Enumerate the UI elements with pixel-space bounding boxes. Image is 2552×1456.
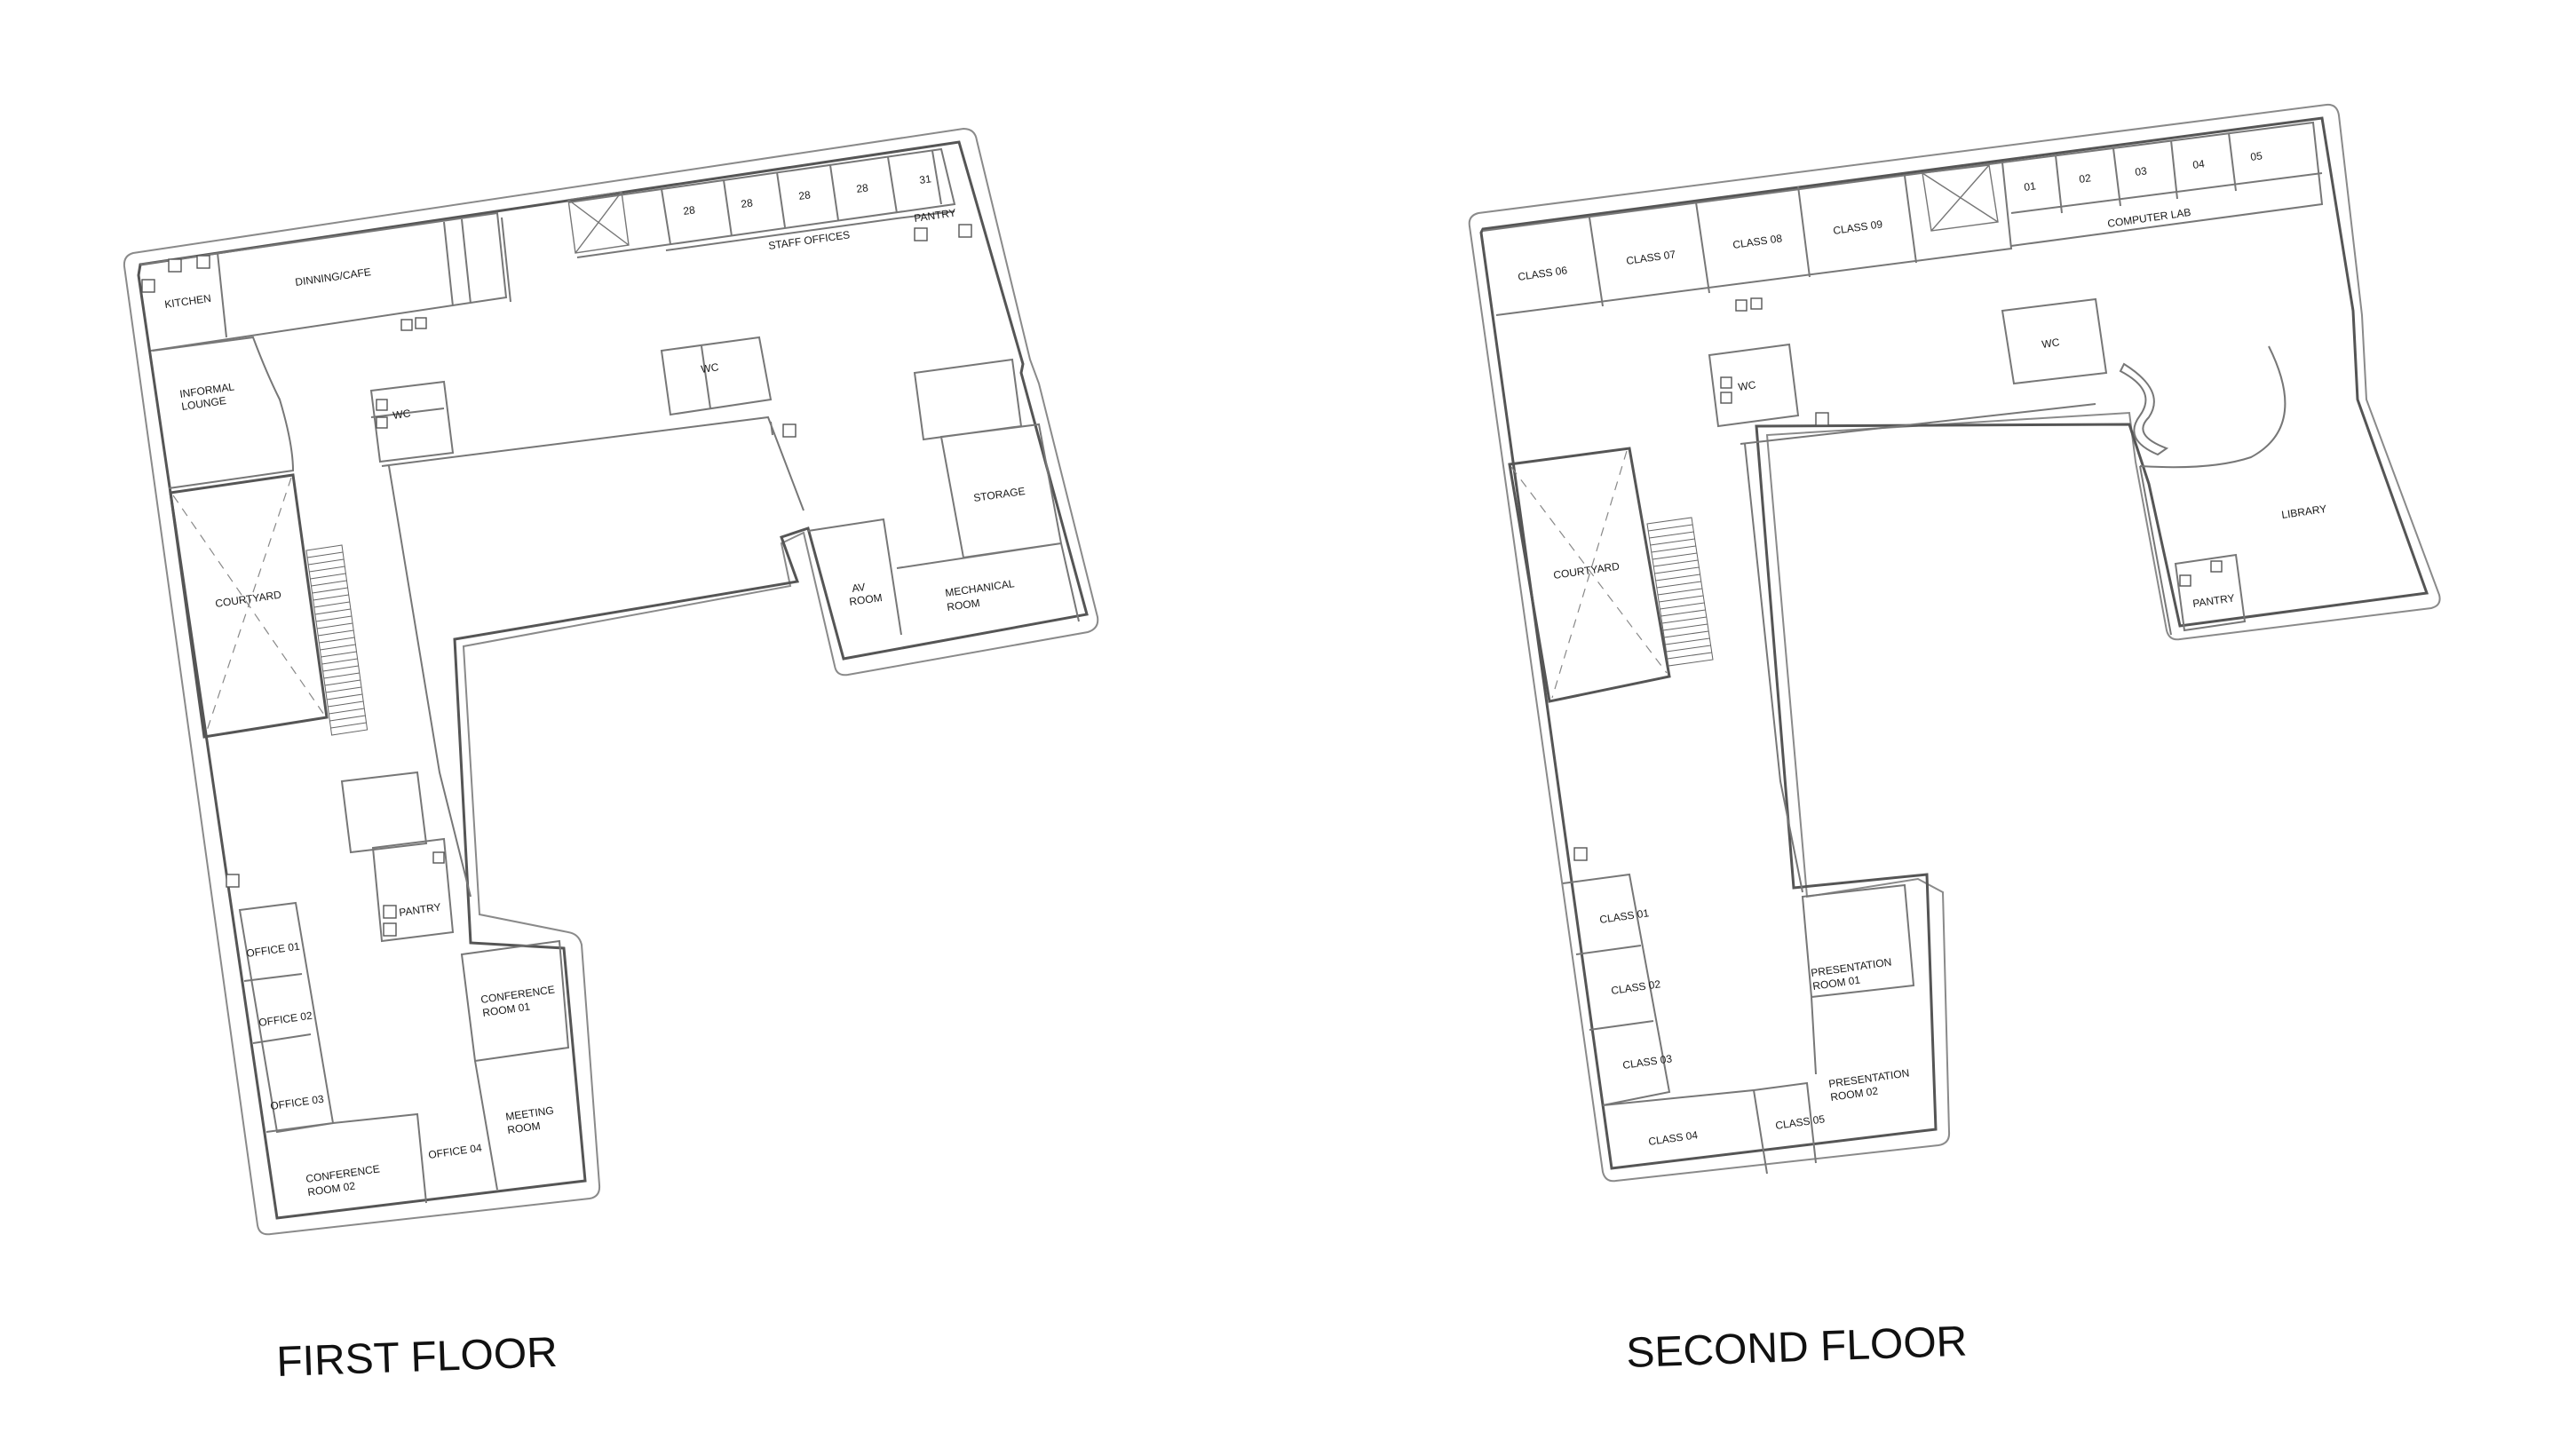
room-class-04: CLASS 04 (1647, 1128, 1699, 1148)
room-class-06: CLASS 06 (1517, 264, 1568, 283)
room-wc-2: WC (700, 360, 719, 376)
second-floor-wc-left (1708, 343, 1800, 428)
second-floor-inner-wall (1479, 116, 2429, 1170)
second-floor-south-rooms (1562, 873, 1915, 1175)
first-floor-stairs (305, 544, 369, 736)
room-computer-lab: COMPUTER LAB (2106, 206, 2191, 230)
staff-offices-partitions (661, 150, 955, 251)
room-office-01: OFFICE 01 (245, 940, 300, 960)
room-dining-cafe: DINNING/CAFE (294, 265, 371, 289)
room-wc: WC (392, 407, 411, 422)
first-floor-courtyard-diagonals (172, 477, 325, 734)
room-staff-offices: STAFF OFFICES (767, 228, 851, 252)
north-wing-band (567, 147, 956, 258)
library-pantry (2174, 553, 2247, 632)
room-class-08: CLASS 08 (1732, 232, 1783, 251)
room-av-line2: ROOM (848, 591, 883, 608)
room-meeting-line2: ROOM (506, 1120, 541, 1136)
room-class-02: CLASS 02 (1610, 977, 1661, 997)
first-floor-inner-wall (137, 140, 1089, 1220)
room-lab-03: 03 (2134, 164, 2147, 178)
second-floor-fixtures (1573, 297, 2223, 861)
room-lab-04: 04 (2191, 157, 2205, 171)
second-floor-courtyard-diagonals (1510, 450, 1668, 699)
room-mechanical-line1: MECHANICAL (944, 577, 1015, 599)
lounge-partition (152, 336, 295, 489)
room-pantry-top: PANTRY (913, 206, 956, 224)
room-28-b: 28 (740, 196, 753, 210)
second-floor-stairs (1646, 517, 1714, 667)
first-floor-labels: KITCHEN DINNING/CAFE INFORMAL LOUNGE COU… (163, 172, 1026, 1199)
room-library: LIBRARY (2280, 502, 2327, 521)
first-floor-wc-block (369, 380, 455, 463)
first-floor-inner-corridor (381, 415, 804, 898)
south-wing-rooms (238, 771, 570, 1204)
room-class-01: CLASS 01 (1598, 906, 1650, 926)
room-mechanical-line2: ROOM (946, 597, 980, 613)
room-courtyard-2: COURTYARD (1552, 560, 1620, 582)
first-floor-plan (123, 127, 1099, 1236)
room-av-line1: AV (851, 581, 866, 595)
room-office-02: OFFICE 02 (258, 1009, 313, 1029)
room-class-09: CLASS 09 (1832, 218, 1883, 237)
room-storage: STORAGE (972, 485, 1026, 504)
room-wc-left: WC (1737, 378, 1756, 393)
second-floor-wc-right (2001, 297, 2108, 385)
kitchen-dining-band (139, 211, 511, 352)
room-lab-02: 02 (2078, 171, 2091, 186)
first-floor-fixtures (141, 224, 972, 937)
first-floor-wc-block-2 (660, 336, 773, 416)
room-31: 31 (918, 172, 931, 186)
second-floor-labels: CLASS 06 CLASS 07 CLASS 08 CLASS 09 01 0… (1517, 149, 2327, 1148)
room-28-d: 28 (855, 181, 868, 195)
north-elevator-shaft (567, 191, 630, 254)
second-floor-corridor (1740, 403, 2096, 893)
room-office-03: OFFICE 03 (269, 1093, 324, 1112)
second-floor-courtyard-box (1508, 447, 1671, 703)
room-lab-05: 05 (2249, 149, 2263, 163)
room-informal-lounge-line2: LOUNGE (180, 394, 226, 413)
east-wing-rooms (807, 358, 1080, 636)
room-lab-01: 01 (2023, 179, 2036, 194)
classrooms-north-band (1482, 161, 2013, 316)
room-pantry-bottom: PANTRY (398, 900, 441, 918)
room-wc-right: WC (2041, 336, 2060, 351)
room-class-07: CLASS 07 (1625, 248, 1676, 267)
room-office-04: OFFICE 04 (427, 1142, 482, 1161)
second-floor-title: SECOND FLOOR (1626, 1318, 1969, 1377)
second-floor-plan (1468, 103, 2441, 1183)
first-floor-title: FIRST FLOOR (276, 1329, 559, 1386)
first-floor-courtyard-box (169, 473, 329, 739)
second-floor-outer-wall (1468, 103, 2441, 1183)
room-28-a: 28 (682, 203, 695, 218)
first-floor-outer-wall (123, 127, 1099, 1236)
room-class-05: CLASS 05 (1774, 1112, 1826, 1132)
room-28-c: 28 (797, 188, 811, 202)
room-pantry-2: PANTRY (2191, 591, 2235, 609)
library-curve (2139, 345, 2286, 636)
room-kitchen: KITCHEN (163, 292, 211, 311)
library-feature (2119, 362, 2169, 456)
computer-lab-band (2001, 121, 2324, 247)
second-floor-elevator-shaft (1922, 164, 1999, 232)
